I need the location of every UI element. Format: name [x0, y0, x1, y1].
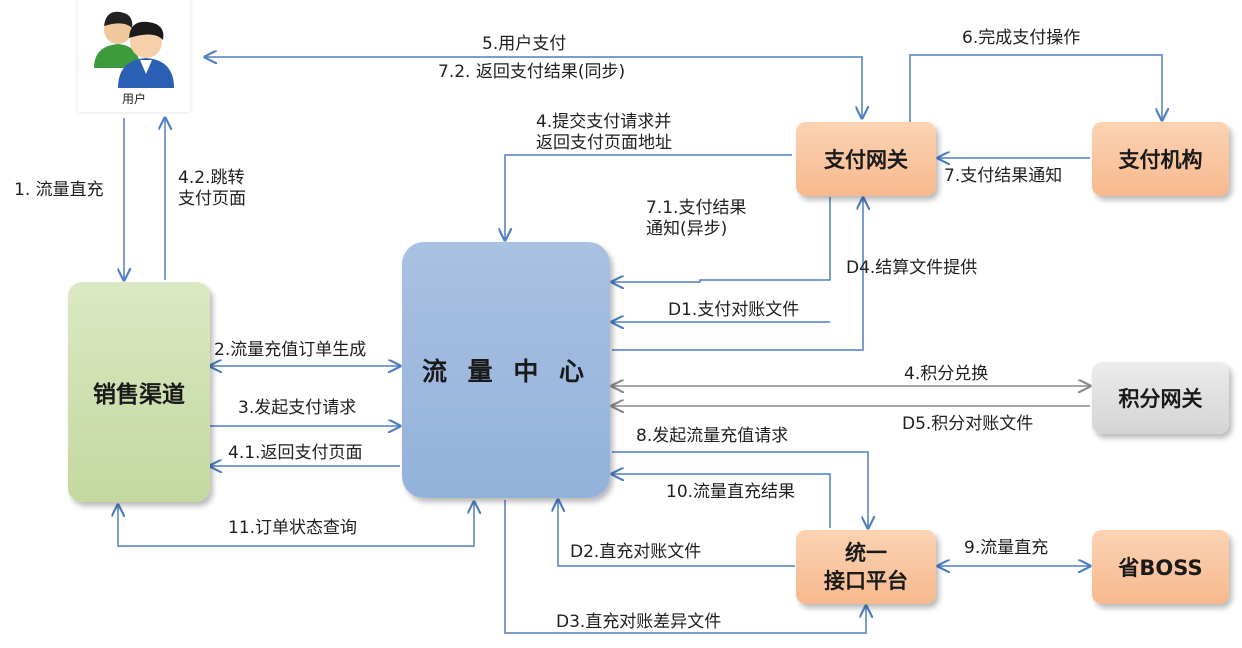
edge-4-line: [505, 154, 792, 240]
label-edge-4-1: 4.1.返回支付页面: [228, 443, 363, 463]
edge-10-line: [612, 474, 831, 528]
unified-platform-node: 统一 接口平台: [796, 530, 936, 604]
label-edge-6: 6.完成支付操作: [962, 28, 1081, 48]
user-label: 用户: [121, 92, 146, 106]
label-edge-2: 2.流量充值订单生成: [214, 340, 367, 360]
edge-d4-line: [612, 198, 863, 351]
label-edge-d2: D2.直充对账文件: [570, 542, 702, 562]
label-edge-d3: D3.直充对账差异文件: [556, 612, 722, 632]
user-node: 用户: [78, 0, 190, 112]
label-edge-4p: 4.积分兑换: [904, 364, 989, 384]
edge-6-line: [909, 54, 1162, 122]
label-edge-7-1: 7.1.支付结果 通知(异步): [646, 198, 747, 239]
points-gateway-node: 积分网关: [1092, 362, 1229, 434]
edge-d3-line: [504, 500, 866, 634]
user-group-icon: [94, 11, 174, 88]
traffic-center-node: 流 量 中 心: [402, 242, 610, 498]
edge-5-line: [205, 57, 862, 118]
payment-gateway-node: 支付网关: [796, 122, 936, 196]
edge-7-1-line: [612, 197, 831, 282]
label-edge-7: 7.支付结果通知: [944, 166, 1063, 186]
label-edge-11: 11.订单状态查询: [228, 518, 358, 538]
label-edge-8: 8.发起流量充值请求: [636, 426, 789, 446]
label-edge-5: 5.用户支付: [482, 34, 567, 54]
edge-11-line: [118, 502, 474, 547]
label-edge-4-2: 4.2.跳转 支付页面: [178, 168, 246, 209]
edge-8-line: [612, 451, 868, 528]
label-edge-d4: D4.结算文件提供: [846, 258, 978, 278]
label-edge-d1: D1.支付对账文件: [668, 300, 800, 320]
label-edge-10: 10.流量直充结果: [666, 482, 796, 502]
label-edge-4: 4.提交支付请求并 返回支付页面地址: [536, 112, 672, 153]
label-edge-9: 9.流量直充: [964, 538, 1049, 558]
payment-institution-node: 支付机构: [1092, 122, 1229, 196]
province-boss-node: 省BOSS: [1092, 530, 1229, 604]
label-edge-d5: D5.积分对账文件: [902, 414, 1034, 434]
label-edge-3: 3.发起支付请求: [238, 398, 357, 418]
label-edge-7-2: 7.2. 返回支付结果(同步): [438, 62, 626, 82]
sales-channel-node: 销售渠道: [68, 282, 210, 502]
edge-d2-line: [558, 500, 795, 567]
label-edge-1: 1. 流量直充: [14, 180, 104, 200]
